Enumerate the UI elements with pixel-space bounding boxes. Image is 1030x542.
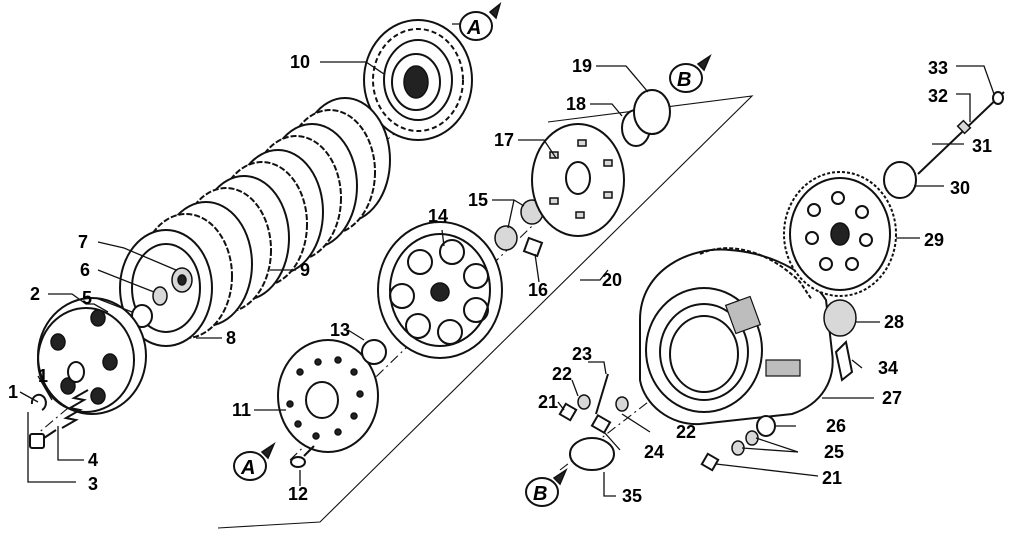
callout-3: 3 xyxy=(88,474,98,494)
clutch-basket xyxy=(363,19,473,141)
callout-30: 30 xyxy=(950,178,970,198)
spring xyxy=(61,389,89,429)
callout-32: 32 xyxy=(928,86,948,106)
callout-29: 29 xyxy=(924,230,944,250)
callout-31: 31 xyxy=(972,136,992,156)
cover-washer-center xyxy=(615,396,629,412)
callout-12: 12 xyxy=(288,484,308,504)
bolt xyxy=(29,429,57,449)
callout-15: 15 xyxy=(468,190,488,210)
callout-21-right: 21 xyxy=(822,468,842,488)
pressure-plate xyxy=(37,297,147,415)
callout-13: 13 xyxy=(330,320,350,340)
callout-24: 24 xyxy=(644,442,664,462)
ref-marker-A-top: A xyxy=(459,1,502,41)
pressure-disc xyxy=(531,123,625,237)
seal-cup xyxy=(569,437,615,471)
callout-17: 17 xyxy=(494,130,514,150)
cover-bolt xyxy=(590,413,612,435)
cover-stud xyxy=(595,373,609,415)
circlip xyxy=(30,393,47,411)
bearing-ring xyxy=(633,89,671,135)
callout-9: 9 xyxy=(300,260,310,280)
gear-circlip xyxy=(883,161,917,199)
hub-nut xyxy=(522,236,544,258)
shaft-ring xyxy=(956,119,972,135)
callout-33: 33 xyxy=(928,58,948,78)
callout-35: 35 xyxy=(622,486,642,506)
driven-gear xyxy=(783,171,897,297)
pushrod-bearing xyxy=(171,267,193,293)
cover-nut-right xyxy=(700,452,720,472)
clutch-cover xyxy=(639,248,834,426)
callout-5: 5 xyxy=(82,288,92,308)
callout-23: 23 xyxy=(572,344,592,364)
callout-21-left: 21 xyxy=(538,392,558,412)
ref-B-top: B xyxy=(677,69,691,91)
ref-marker-B-top: B xyxy=(669,53,712,93)
thrust-plate xyxy=(277,339,379,453)
ref-marker-A-bottom: A xyxy=(233,441,276,481)
ref-B-bottom: B xyxy=(533,483,547,505)
callout-22-left: 22 xyxy=(552,364,572,384)
callout-8: 8 xyxy=(226,328,236,348)
callout-26: 26 xyxy=(826,416,846,436)
shaft-end-cap xyxy=(992,91,1004,105)
hub-bearing-lower xyxy=(494,225,518,251)
callout-10: 10 xyxy=(290,52,310,72)
clutch-hub xyxy=(377,221,503,359)
pushrod-piece xyxy=(152,286,168,306)
leader-lines xyxy=(19,23,995,497)
cover-bracket xyxy=(834,339,854,382)
callout-27: 27 xyxy=(882,388,902,408)
screw xyxy=(290,445,315,468)
callout-18: 18 xyxy=(566,94,586,114)
callout-28: 28 xyxy=(884,312,904,332)
callout-14: 14 xyxy=(428,206,448,226)
ref-A-top: A xyxy=(466,17,481,39)
callout-6: 6 xyxy=(80,260,90,280)
spacer xyxy=(756,415,776,437)
callout-2: 2 xyxy=(30,284,40,304)
callout-7: 7 xyxy=(78,232,88,252)
callout-1b: 1 xyxy=(38,366,48,386)
callout-16: 16 xyxy=(528,280,548,300)
callout-20: 20 xyxy=(602,270,622,290)
ref-marker-B-bottom: B xyxy=(525,467,568,507)
drive-shaft xyxy=(917,91,1005,175)
cover-nut-left xyxy=(558,402,578,422)
callout-labels: 1 1 2 3 4 5 6 7 8 9 10 11 12 13 14 15 16… xyxy=(8,52,992,506)
callout-25: 25 xyxy=(824,442,844,462)
callout-4: 4 xyxy=(88,450,98,470)
cover-gasket xyxy=(699,247,813,301)
needle-bearing xyxy=(823,299,857,337)
callout-19: 19 xyxy=(572,56,592,76)
callout-11: 11 xyxy=(232,400,251,420)
ref-A-bottom: A xyxy=(240,457,255,479)
clutch-plate-stack xyxy=(119,97,391,347)
callout-1: 1 xyxy=(8,382,18,402)
cover-washer-left xyxy=(577,394,591,410)
callout-22-right: 22 xyxy=(676,422,696,442)
callout-34: 34 xyxy=(878,358,898,378)
bushing xyxy=(361,339,387,365)
